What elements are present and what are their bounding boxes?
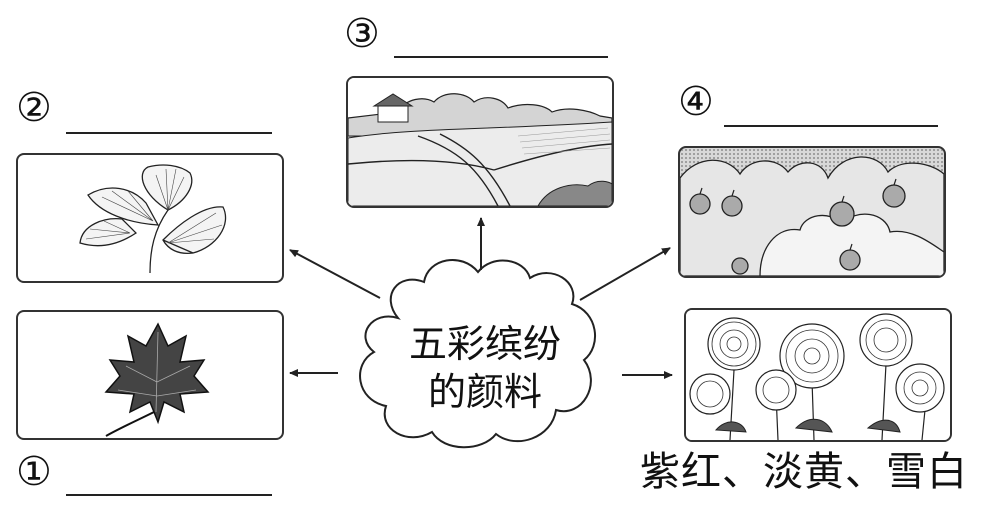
picture-box-4: [678, 146, 946, 278]
center-concept: 五彩缤纷 的颜料: [390, 320, 580, 416]
picture-box-1: [16, 310, 284, 440]
picture-box-2: [16, 153, 284, 283]
orchard-icon: [680, 156, 944, 276]
center-line-2: 的颜料: [427, 370, 542, 414]
label-2: ②: [16, 85, 52, 131]
label-4: ④: [678, 79, 714, 125]
answer-blank-2[interactable]: [66, 132, 272, 134]
arrow-to-box4: [579, 247, 671, 301]
answer-blank-4[interactable]: [724, 125, 938, 127]
chrysanthemum-icon: [686, 310, 950, 440]
label-1: ①: [16, 449, 52, 495]
farmland-icon: [348, 78, 612, 206]
label-3: ③: [344, 11, 380, 57]
arrow-to-box2: [289, 249, 381, 299]
ginkgo-leaves-icon: [79, 164, 227, 274]
maple-leaf-icon: [104, 322, 210, 437]
answer-blank-3[interactable]: [394, 56, 608, 58]
concept-cloud: [359, 258, 597, 449]
answer-blank-1[interactable]: [66, 494, 272, 496]
picture-box-5: [684, 308, 952, 442]
center-line-1: 五彩缤纷: [408, 322, 561, 366]
picture-box-3: [346, 76, 614, 208]
answer-box-5-text: 紫红、淡黄、雪白: [640, 449, 968, 495]
